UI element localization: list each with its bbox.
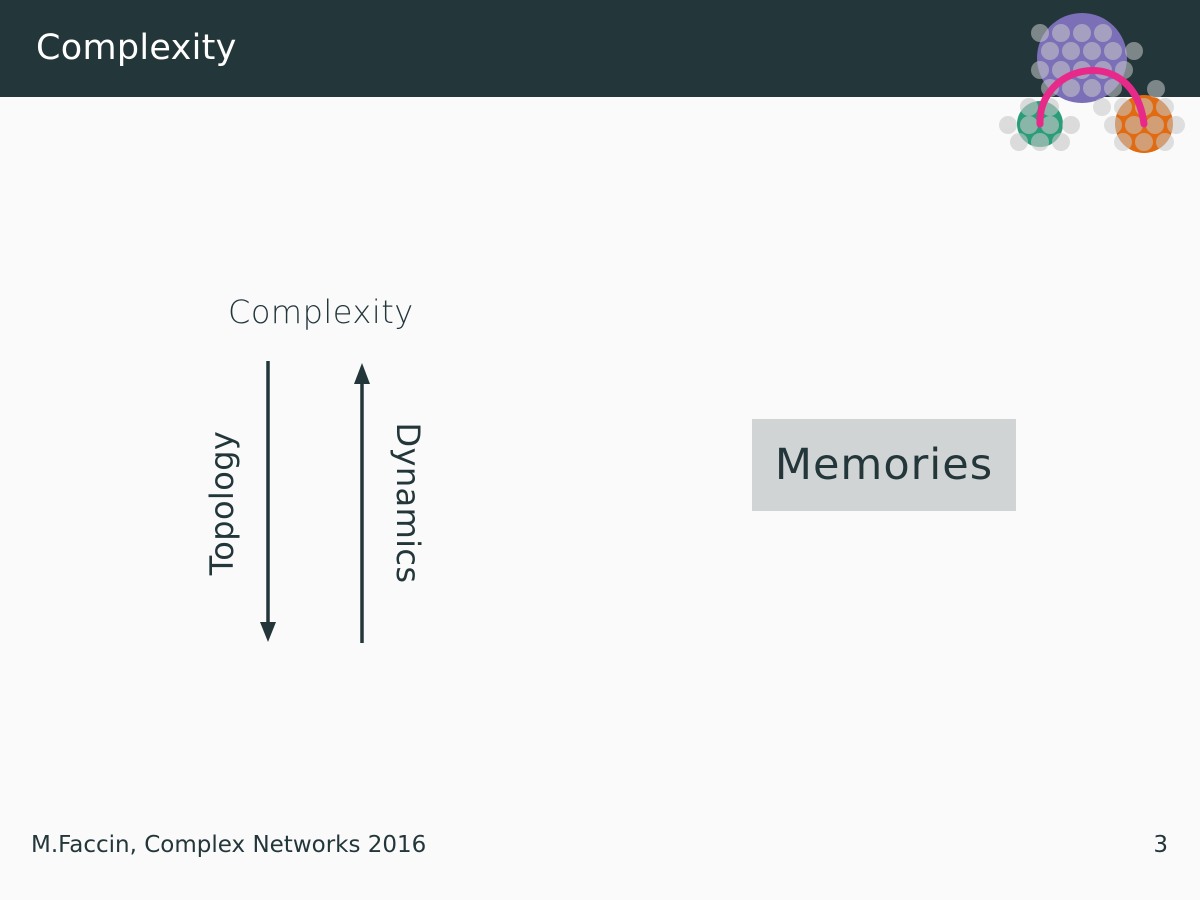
memories-label: Memories bbox=[774, 440, 994, 490]
footer-author: M.Faccin, Complex Networks 2016 bbox=[31, 832, 427, 858]
arrow-down-icon bbox=[260, 361, 276, 642]
topology-label: Topology bbox=[203, 430, 241, 576]
page-number: 3 bbox=[1153, 832, 1168, 858]
arrows-diagram bbox=[260, 361, 370, 643]
memories-box: Memories bbox=[752, 419, 1016, 511]
header-bar: Complexity bbox=[0, 0, 1200, 97]
dynamics-label: Dynamics bbox=[389, 422, 427, 584]
diagram-title: Complexity bbox=[228, 293, 414, 331]
network-nodes-logo-icon bbox=[999, 13, 1185, 153]
arrow-up-icon bbox=[354, 363, 370, 643]
slide-title: Complexity bbox=[36, 28, 237, 68]
